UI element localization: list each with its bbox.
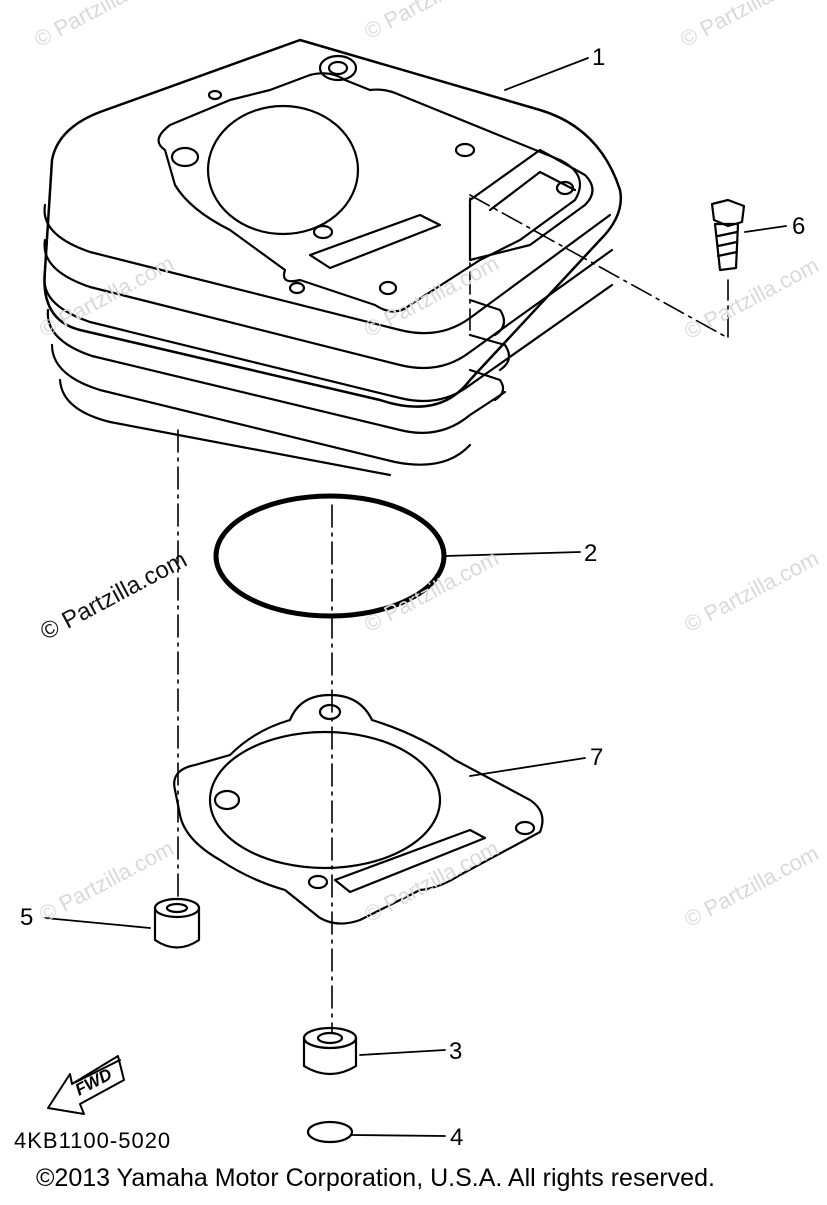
base-gasket xyxy=(173,693,544,925)
bolt-assembly-line xyxy=(469,194,729,339)
callout-6: 6 xyxy=(792,213,806,240)
leader-4 xyxy=(351,1134,446,1137)
dowel-pin-3 xyxy=(302,1026,358,1076)
callout-7: 7 xyxy=(590,744,604,771)
leader-7 xyxy=(469,757,586,777)
leader-1 xyxy=(504,57,589,91)
leader-2 xyxy=(444,551,581,557)
leader-5 xyxy=(44,917,151,929)
callout-1: 1 xyxy=(592,44,606,71)
callout-2: 2 xyxy=(584,540,598,567)
part-code: 4KB1100-5020 xyxy=(14,1128,172,1153)
cylinder-block xyxy=(43,38,623,477)
leader-6 xyxy=(744,225,787,233)
fwd-arrow xyxy=(47,1055,125,1115)
callout-5: 5 xyxy=(20,904,34,931)
leader-3 xyxy=(359,1049,446,1056)
callout-4: 4 xyxy=(450,1124,464,1151)
o-ring xyxy=(213,493,447,619)
bolt xyxy=(710,198,746,272)
dowel-pin-5 xyxy=(153,897,201,949)
copyright-notice: ©2013 Yamaha Motor Corporation, U.S.A. A… xyxy=(36,1164,715,1192)
small-o-ring xyxy=(306,1120,354,1144)
callout-3: 3 xyxy=(449,1038,463,1065)
